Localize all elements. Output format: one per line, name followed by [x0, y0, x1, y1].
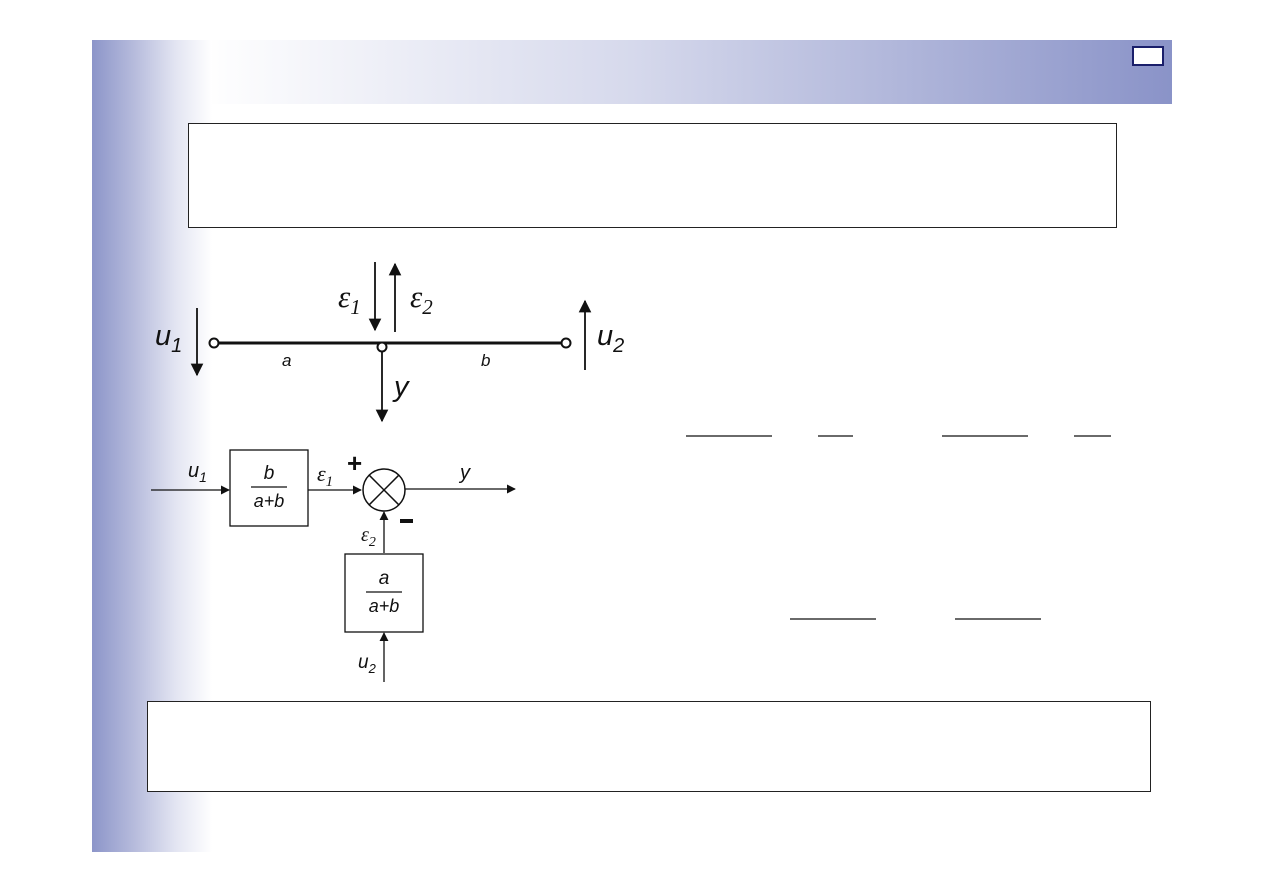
block-b-over-ab [229, 449, 309, 527]
u2-label: u2 [597, 320, 624, 357]
block-u2-label: u2 [358, 652, 377, 676]
left-pivot [208, 337, 220, 349]
lever-diagram: u1 u2 ε1 ε2 y a b [155, 262, 624, 423]
slide-corner-tab[interactable] [1132, 46, 1164, 66]
summing-cross-2 [368, 474, 400, 506]
bottom-text-box [147, 701, 1151, 792]
segment-a-label: a [282, 351, 291, 370]
block1-denominator: a+b [254, 491, 285, 511]
eps1-label: ε1 [338, 279, 361, 319]
block-eps2-label: ε2 [361, 524, 376, 550]
middle-pivot [376, 341, 388, 353]
y-label: y [392, 371, 410, 403]
block-eps1-label: ε1 [317, 461, 333, 490]
block-u1-label: u1 [188, 460, 207, 485]
equation-fraction-bars [686, 435, 1111, 620]
block-a-over-ab [344, 553, 424, 633]
block2-numerator: a [379, 568, 390, 589]
plus-sign: + [347, 448, 362, 478]
block1-numerator: b [264, 463, 275, 484]
eps2-label: ε2 [410, 279, 433, 319]
block-diagram: b a+b a a+b u1 ε1 ε2 y u2 + [151, 448, 516, 682]
header-gradient-band [92, 40, 1172, 104]
u1-label: u1 [155, 320, 182, 357]
top-text-box [188, 123, 1117, 228]
block-y-label: y [458, 462, 471, 484]
minus-sign [400, 519, 413, 523]
block2-denominator: a+b [369, 596, 400, 616]
right-pivot [560, 337, 572, 349]
segment-b-label: b [481, 351, 490, 370]
